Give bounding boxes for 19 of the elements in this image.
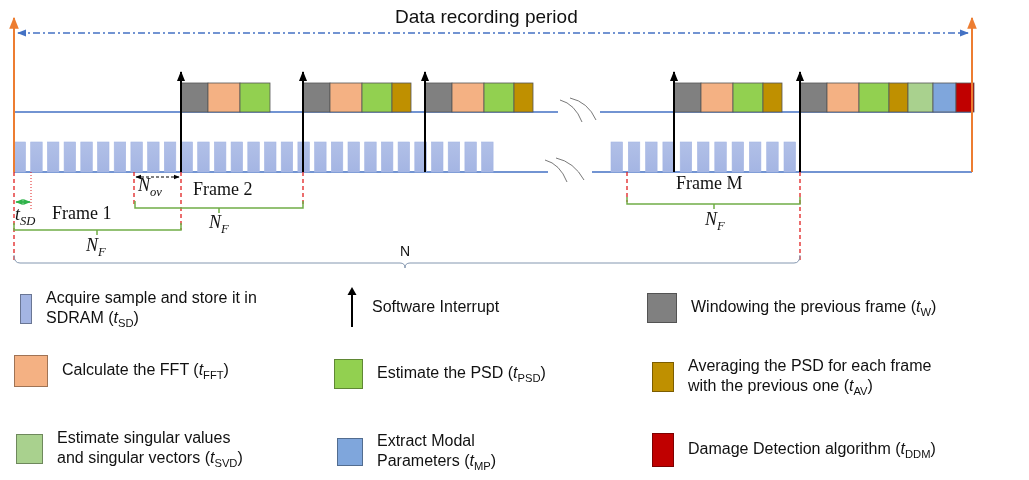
legend-text: Estimate the PSD (t$_{PSD}$) <box>377 362 547 386</box>
axis-label: t$_{SD}$ <box>15 205 36 228</box>
axis-label: N$_{ov}$ <box>138 176 162 199</box>
legend-text: Windowing the previous frame (t$_{W}$) <box>691 296 938 320</box>
axis-label: N$_{F}$ <box>209 213 229 236</box>
axis-label: Frame M <box>676 174 743 192</box>
period-label: Data recording period <box>395 7 578 26</box>
axis-label: Frame 1 <box>52 204 112 222</box>
legend-text: Averaging the PSD for each frame with the previous one (t$_{AV}$) <box>688 356 933 399</box>
legend-text: Extract Modal Parameters (t$_{MP}$) <box>377 431 498 474</box>
legend-text: Damage Detection algorithm (t$_{DDM}$) <box>688 438 937 462</box>
legend-text: Calculate the FFT (t$_{FFT}$) <box>62 359 230 383</box>
axis-label: Frame 2 <box>193 180 253 198</box>
axis-label: N$_{F}$ <box>705 210 725 233</box>
legend-text: Acquire sample and store it in SDRAM (t$_{SD}$) <box>46 288 258 331</box>
legend-text: Estimate singular values and singular vectors (t$_{SVD}$) <box>57 428 244 471</box>
axis-label: N <box>400 244 411 258</box>
axis-label: N$_{F}$ <box>86 236 106 259</box>
legend-text: Software Interrupt <box>372 297 501 317</box>
